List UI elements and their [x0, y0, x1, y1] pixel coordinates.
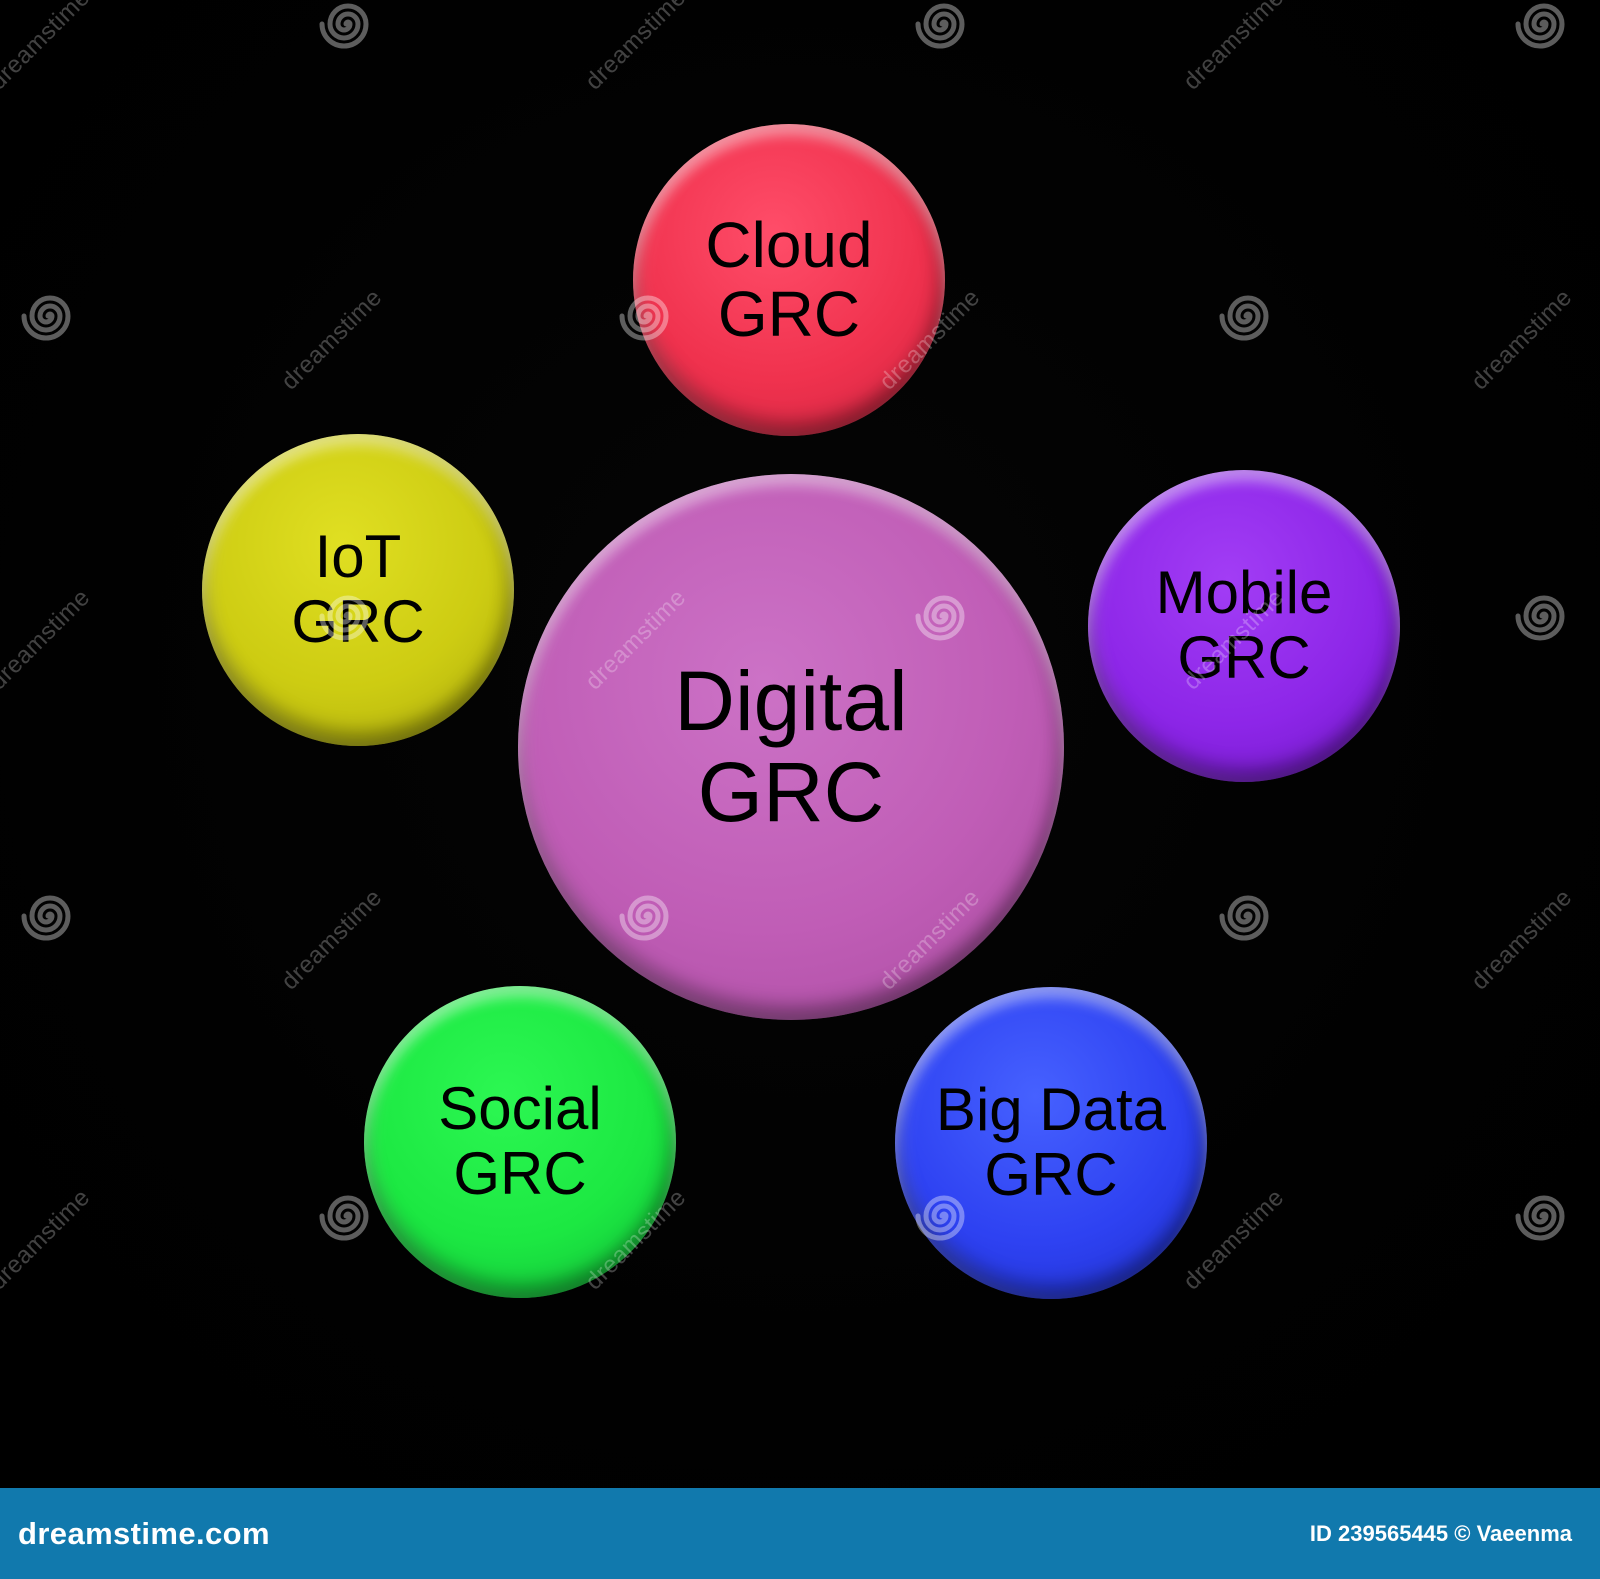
- node-label-line-2: GRC: [984, 1141, 1118, 1208]
- center-label-line-1: Digital: [674, 654, 908, 749]
- social-grc-node: Social GRC: [364, 986, 676, 1298]
- node-label-line-2: GRC: [453, 1140, 587, 1207]
- diagram-stage: Cloud GRC IoT GRC Digital GRC Mobile GRC…: [0, 0, 1600, 1488]
- watermark-text: dreamstime: [1466, 883, 1578, 996]
- node-label-line-1: Social: [438, 1075, 602, 1143]
- big-data-grc-node: Big Data GRC: [895, 987, 1207, 1299]
- node-label-line-2: GRC: [717, 278, 861, 350]
- watermark-spiral-icon: [1219, 895, 1269, 941]
- watermark-spiral-icon: [1515, 595, 1565, 641]
- watermark-text: dreamstime: [580, 0, 692, 96]
- mobile-grc-node: Mobile GRC: [1088, 470, 1400, 782]
- node-label-line-1: IoT: [314, 523, 402, 591]
- center-label-line-2: GRC: [697, 745, 885, 839]
- cloud-grc-node: Cloud GRC: [633, 124, 945, 436]
- node-label-line-1: Mobile: [1155, 559, 1333, 627]
- watermark-spiral-icon: [21, 895, 71, 941]
- footer-site-text: dreamstime.com: [18, 1515, 270, 1551]
- watermark-spiral-icon: [1219, 295, 1269, 341]
- watermark-text: dreamstime: [1178, 0, 1290, 96]
- watermark-text: dreamstime: [1466, 283, 1578, 396]
- watermark-text: dreamstime: [276, 883, 388, 996]
- watermark-spiral-icon: [319, 3, 369, 49]
- watermark-text: dreamstime: [276, 283, 388, 396]
- node-label-line-2: GRC: [291, 588, 425, 655]
- digital-grc-center-node: Digital GRC: [518, 474, 1064, 1020]
- node-label-line-2: GRC: [1177, 624, 1311, 691]
- watermark-spiral-icon: [1515, 1195, 1565, 1241]
- iot-grc-node: IoT GRC: [202, 434, 514, 746]
- footer-id-text: ID 239565445 © Vaeenma: [1309, 1520, 1572, 1546]
- watermark-footer-bar: dreamstime.com ID 239565445 © Vaeenma: [0, 1488, 1600, 1579]
- watermark-text: dreamstime: [0, 1183, 96, 1296]
- watermark-spiral-icon: [915, 3, 965, 49]
- watermark-spiral-icon: [1515, 3, 1565, 49]
- node-label-line-1: Big Data: [935, 1076, 1167, 1144]
- watermark-text: dreamstime: [0, 583, 96, 696]
- watermark-spiral-icon: [21, 295, 71, 341]
- node-label-line-1: Cloud: [705, 208, 873, 281]
- watermark-text: dreamstime: [0, 0, 96, 96]
